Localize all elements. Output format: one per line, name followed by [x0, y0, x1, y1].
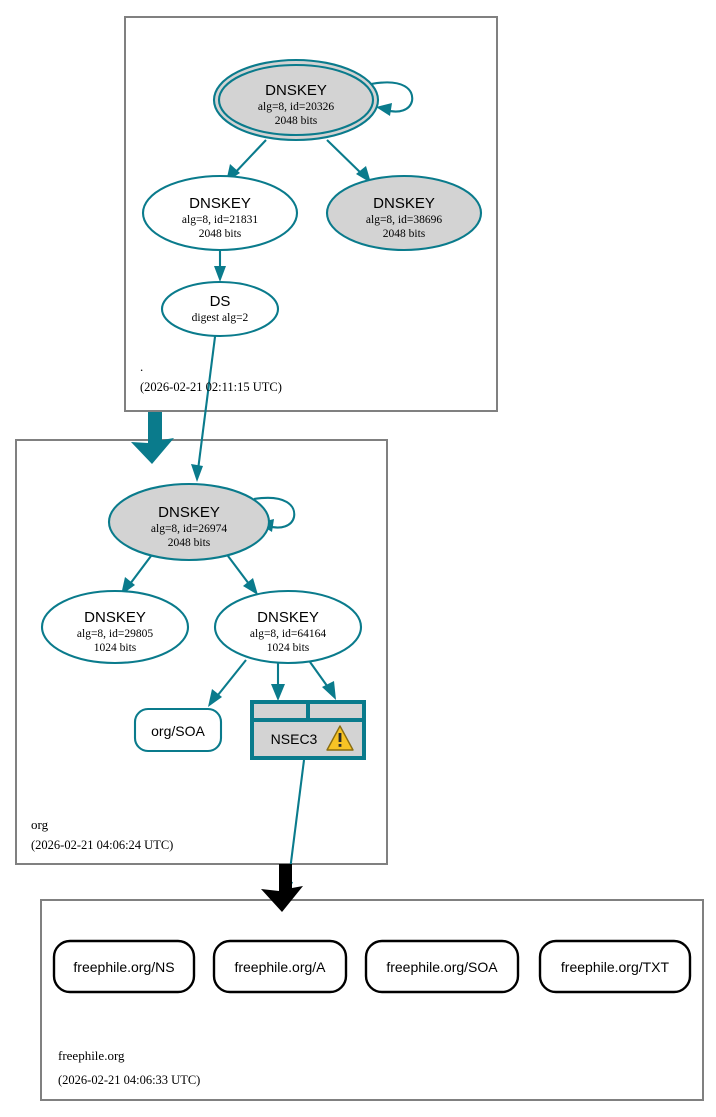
edge-zone-root-to-org — [131, 412, 174, 464]
zone-label-org-name: org — [31, 817, 49, 832]
node-org-ksk-26974-line1: DNSKEY — [158, 504, 220, 521]
node-root-zsk-21831[interactable]: DNSKEY alg=8, id=21831 2048 bits — [141, 174, 299, 252]
edge-org-ksk-to-64164 — [224, 551, 258, 595]
node-root-ds-line2: digest alg=2 — [192, 312, 249, 324]
node-org-zsk-64164-line2: alg=8, id=64164 — [250, 628, 326, 640]
node-rr-a-label: freephile.org/A — [234, 959, 326, 975]
node-org-ksk-26974[interactable]: DNSKEY alg=8, id=26974 2048 bits — [107, 482, 271, 562]
edge-root-ds-to-org-ksk — [191, 328, 218, 482]
node-org-zsk-64164-line1: DNSKEY — [257, 609, 319, 626]
node-rr-txt[interactable]: freephile.org/TXT — [538, 939, 692, 994]
node-org-nsec3[interactable]: NSEC3 — [250, 700, 366, 760]
node-org-nsec3-header-cell-2 — [310, 704, 362, 718]
node-rr-txt-label: freephile.org/TXT — [561, 959, 670, 975]
node-rr-a[interactable]: freephile.org/A — [212, 939, 348, 994]
node-root-zsk-21831-line3: 2048 bits — [199, 228, 242, 240]
node-org-nsec3-header-cell-1 — [254, 704, 306, 718]
node-root-ds[interactable]: DS digest alg=2 — [160, 280, 280, 338]
zone-label-root-timestamp: (2026-02-21 02:11:15 UTC) — [140, 380, 282, 394]
node-rr-ns[interactable]: freephile.org/NS — [52, 939, 196, 994]
edge-root-ksk-self-signature — [370, 81, 414, 116]
edge-org-64164-to-soa — [208, 659, 247, 707]
edge-org-64164-to-nsec3-a — [271, 660, 285, 701]
node-org-zsk-29805-line2: alg=8, id=29805 — [77, 628, 153, 640]
edge-org-64164-to-nsec3-b — [309, 661, 336, 700]
node-org-nsec3-label: NSEC3 — [271, 731, 318, 747]
node-org-zsk-64164-line3: 1024 bits — [267, 642, 310, 654]
node-root-ksk-20326[interactable]: DNSKEY alg=8, id=20326 2048 bits — [212, 58, 380, 142]
node-org-zsk-29805[interactable]: DNSKEY alg=8, id=29805 1024 bits — [40, 589, 190, 665]
node-root-ds-line1: DS — [210, 293, 231, 310]
warning-triangle-icon — [326, 725, 354, 751]
zone-label-org-timestamp: (2026-02-21 04:06:24 UTC) — [31, 838, 173, 852]
node-root-zsk-21831-line1: DNSKEY — [189, 195, 251, 212]
node-root-zsk-21831-line2: alg=8, id=21831 — [182, 214, 258, 226]
zone-label-root-name: . — [140, 359, 143, 374]
node-org-soa[interactable]: org/SOA — [133, 707, 223, 753]
zone-box-root — [124, 16, 498, 412]
node-root-ksk-20326-line1: DNSKEY — [265, 82, 327, 99]
edge-org-ksk-to-29805 — [121, 551, 155, 595]
node-org-zsk-29805-line3: 1024 bits — [94, 642, 137, 654]
node-root-ksk-20326-line3: 2048 bits — [275, 115, 318, 127]
zone-label-freephile-timestamp: (2026-02-21 04:06:33 UTC) — [58, 1073, 200, 1087]
node-root-key-38696-line3: 2048 bits — [383, 228, 426, 240]
node-rr-soa-label: freephile.org/SOA — [386, 959, 498, 975]
node-org-soa-label: org/SOA — [151, 723, 205, 739]
node-root-key-38696[interactable]: DNSKEY alg=8, id=38696 2048 bits — [325, 174, 483, 252]
edge-zone-org-to-freephile — [261, 864, 303, 912]
node-root-key-38696-line2: alg=8, id=38696 — [366, 214, 442, 226]
node-root-key-38696-line1: DNSKEY — [373, 195, 435, 212]
edge-root-ksk-to-38696 — [326, 139, 371, 183]
node-org-zsk-64164[interactable]: DNSKEY alg=8, id=64164 1024 bits — [213, 589, 363, 665]
node-root-ksk-20326-line2: alg=8, id=20326 — [258, 101, 334, 113]
zone-box-freephile — [40, 899, 704, 1101]
node-org-ksk-26974-line2: alg=8, id=26974 — [151, 523, 227, 535]
node-org-zsk-29805-line1: DNSKEY — [84, 609, 146, 626]
zone-label-freephile-name: freephile.org — [58, 1048, 125, 1063]
node-rr-ns-label: freephile.org/NS — [73, 959, 174, 975]
node-org-ksk-26974-line3: 2048 bits — [168, 537, 211, 549]
node-rr-soa[interactable]: freephile.org/SOA — [364, 939, 520, 994]
